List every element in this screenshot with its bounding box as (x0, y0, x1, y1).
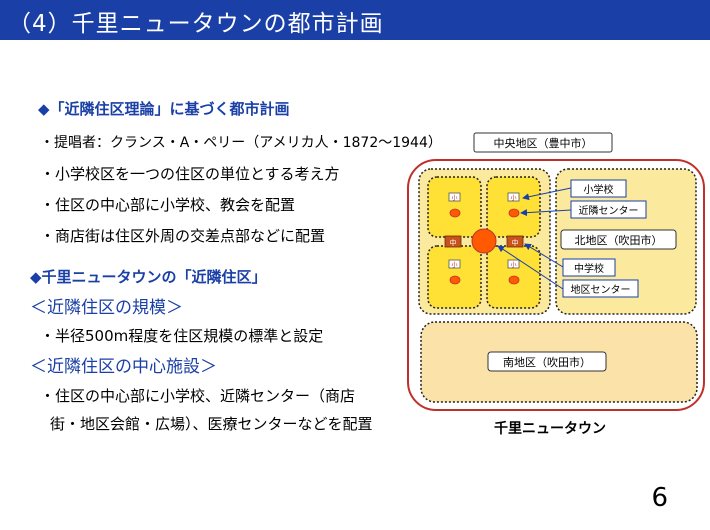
district-center-dot (471, 228, 497, 254)
central-district-label-box (473, 132, 613, 153)
bullet-school-district: ・小学校区を一つの住区の単位とする考え方 (40, 165, 340, 183)
central-district-label: 中央地区（豊中市） (494, 136, 593, 150)
middle-school-mark-text: 中 (450, 238, 457, 247)
middle-school-icon (444, 235, 462, 248)
neighborhood-unit-ne (486, 176, 541, 238)
legend-middle-school-box (562, 258, 616, 277)
school-icon (448, 192, 461, 202)
south-district-label-box (487, 351, 607, 372)
legend-district-center-box (562, 279, 639, 298)
legend-center-box (570, 200, 647, 219)
neighborhood-center-dot (449, 208, 461, 218)
bullet-proposer: ・提唱者：クランス・A・ペリー（アメリカ人・1872～1944） (40, 135, 442, 151)
subheading-scale: ＜近隣住区の規模＞ (30, 298, 183, 318)
school-icon (507, 259, 520, 269)
legend-school-box (570, 179, 627, 198)
school-mark-text: 小 (451, 194, 457, 202)
school-mark-text: 小 (510, 261, 516, 269)
school-icon (448, 259, 461, 269)
bullet-radius: ・半径500m程度を住区規模の標準と設定 (40, 327, 324, 345)
legend-middle-school-label: 中学校 (574, 262, 604, 275)
senri-outer-boundary (407, 159, 705, 411)
north-district-label: 北地区（吹田市） (575, 233, 663, 247)
bullet-shopping-street: ・商店街は住区外周の交差点部などに配置 (40, 227, 326, 245)
diagram-caption: 千里ニュータウン (494, 421, 606, 437)
school-mark-text: 小 (451, 261, 457, 269)
bullet-facilities-line1: ・住区の中心部に小学校、近隣センター（商店 (40, 387, 356, 405)
neighborhood-unit-nw (427, 176, 482, 238)
school-icon (507, 192, 520, 202)
title-bar (0, 0, 710, 40)
neighborhood-center-dot (449, 275, 461, 285)
subheading-facilities: ＜近隣住区の中心施設＞ (30, 357, 217, 377)
page-title: （4）千里ニュータウンの都市計画 (8, 11, 384, 37)
legend-center-label: 近隣センター (579, 204, 639, 217)
legend-district-center-label: 地区センター (571, 283, 631, 296)
page-number: 6 (651, 483, 668, 513)
south-district-label: 南地区（吹田市） (503, 355, 591, 369)
legend-school-label: 小学校 (584, 183, 614, 196)
north-district-label-box (560, 229, 677, 250)
neighborhood-center-dot (508, 275, 520, 285)
section-heading-neighborhood-theory: ◆「近隣住区理論」に基づく都市計画 (38, 100, 290, 118)
school-mark-text: 小 (510, 194, 516, 202)
bullet-facilities-line2: 街・地区会館・広場）、医療センターなどを配置 (50, 415, 373, 433)
middle-school-icon (506, 235, 524, 248)
neighborhood-center-dot (508, 208, 520, 218)
middle-school-mark-text: 中 (512, 238, 519, 247)
bullet-center-placement: ・住区の中心部に小学校、教会を配置 (40, 196, 296, 214)
section-heading-senri: ◆千里ニュータウンの「近隣住区」 (30, 268, 267, 286)
